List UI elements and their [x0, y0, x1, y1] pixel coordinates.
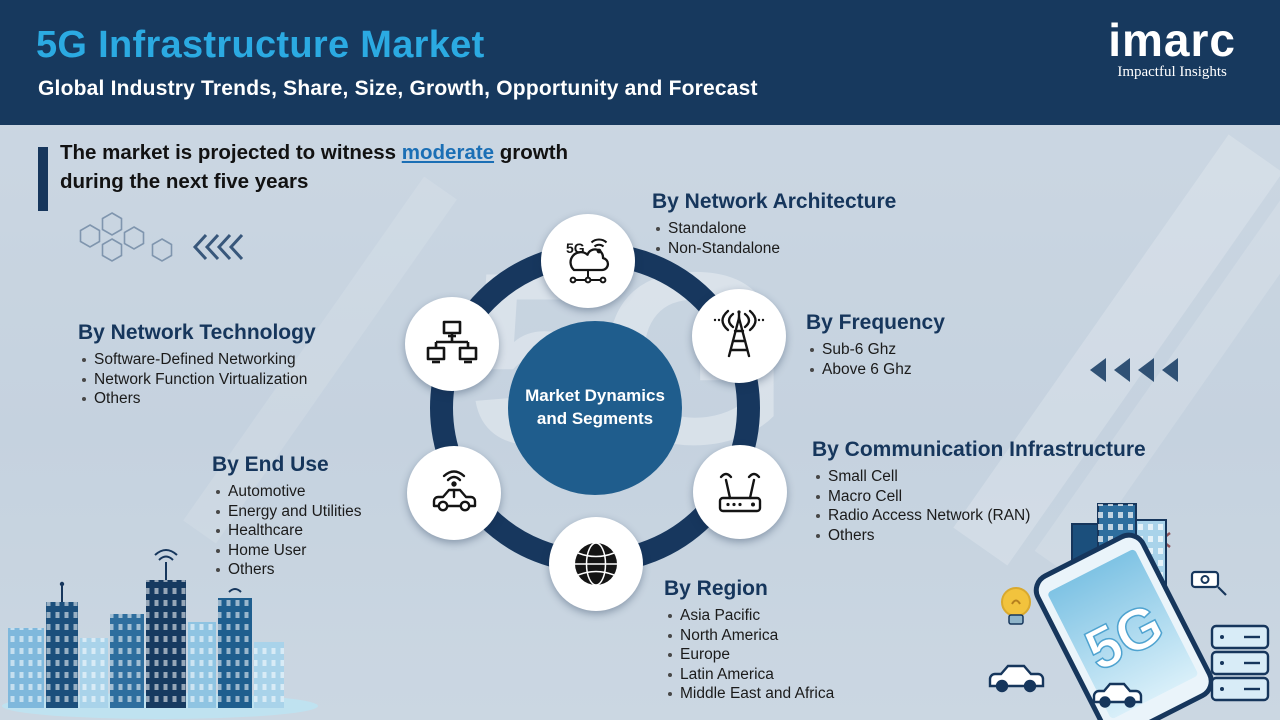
tech-5g-illustration: 5G [988, 503, 1270, 720]
headline-pre: The market is projected to witness [60, 141, 402, 164]
router-icon [718, 472, 762, 513]
segment-item: Small Cell [814, 467, 1146, 487]
server-stack-icon [1210, 624, 1270, 702]
icon-circle-end-use [407, 446, 501, 540]
segment-communication-infrastructure: By Communication Infrastructure Small Ce… [812, 438, 1146, 545]
icon-circle-network-architecture: 5G [541, 214, 635, 308]
segment-item: Middle East and Africa [666, 684, 834, 704]
arrow-left-decoration [1090, 358, 1178, 382]
center-line2: and Segments [536, 409, 654, 428]
segment-title: By Communication Infrastructure [812, 438, 1146, 461]
segment-item: Sub-6 Ghz [808, 340, 945, 360]
hexagon-pattern-decoration [79, 212, 173, 262]
segment-item: Home User [214, 541, 362, 561]
segment-list: Software-Defined Networking Network Func… [80, 350, 316, 409]
segment-item: Automotive [214, 482, 362, 502]
car-illustration [988, 664, 1143, 708]
segment-item: Others [814, 526, 1146, 546]
imarc-logo-text: imarc [1108, 14, 1236, 66]
segment-network-technology: By Network Technology Software-Defined N… [78, 321, 316, 409]
segment-list: Small Cell Macro Cell Radio Access Netwo… [814, 467, 1146, 545]
lightbulb-icon [1001, 587, 1031, 625]
segment-item: Others [214, 560, 362, 580]
page-subtitle: Global Industry Trends, Share, Size, Gro… [38, 77, 758, 100]
center-circle: Market Dynamics and Segments [508, 321, 682, 495]
segment-list: Automotive Energy and Utilities Healthca… [214, 482, 362, 580]
imarc-logo-tagline: Impactful Insights [1117, 63, 1227, 80]
cctv-camera-icon [1190, 570, 1227, 596]
icon-circle-communication-infrastructure [693, 445, 787, 539]
segment-item: Macro Cell [814, 487, 1146, 507]
segment-end-use: By End Use Automotive Energy and Utiliti… [212, 453, 362, 580]
segment-item: Healthcare [214, 521, 362, 541]
segment-item: Energy and Utilities [214, 502, 362, 522]
segment-item: Others [80, 389, 316, 409]
segment-item: Above 6 Ghz [808, 360, 945, 380]
segment-item: North America [666, 626, 834, 646]
globe-icon [575, 542, 617, 586]
icon-circle-frequency [692, 289, 786, 383]
segment-item: Non-Standalone [654, 239, 896, 259]
headline-text: The market is projected to witness moder… [60, 138, 575, 196]
headline-accent-bar [38, 147, 48, 211]
segment-list: Asia Pacific North America Europe Latin … [666, 606, 834, 704]
city-skyline-illustration [2, 549, 318, 719]
segment-item: Asia Pacific [666, 606, 834, 626]
icon-circle-network-technology [405, 297, 499, 391]
segment-list: Standalone Non-Standalone [654, 219, 896, 258]
headline-post: growth during the next five years [60, 141, 569, 194]
segment-item: Software-Defined Networking [80, 350, 316, 370]
connected-car-icon [432, 470, 477, 512]
chevron-left-decoration [192, 233, 244, 261]
header-bar: 5G Infrastructure Market Global Industry… [0, 0, 1280, 125]
segment-title: By Region [664, 577, 768, 600]
segment-title: By Network Architecture [652, 190, 897, 213]
cloud-5g-icon: 5G [566, 238, 610, 284]
segment-item: Latin America [666, 665, 834, 685]
segment-item: Europe [666, 645, 834, 665]
segment-item: Network Function Virtualization [80, 370, 316, 390]
segment-title: By Network Technology [78, 321, 316, 344]
phone-5g-screen: 5G [1033, 532, 1214, 720]
segment-item: Standalone [654, 219, 896, 239]
headline-link[interactable]: moderate [401, 141, 495, 164]
page-title: 5G Infrastructure Market [36, 24, 485, 66]
segment-list: Sub-6 Ghz Above 6 Ghz [808, 340, 945, 379]
imarc-logo: imarc Impactful Insights [1108, 14, 1236, 81]
icon-circle-region [549, 517, 643, 611]
segment-item: Radio Access Network (RAN) [814, 506, 1146, 526]
center-line1: Market Dynamics [525, 386, 665, 406]
segment-region: By Region Asia Pacific North America Eur… [664, 577, 834, 704]
segment-frequency: By Frequency Sub-6 Ghz Above 6 Ghz [806, 311, 945, 379]
signal-tower-icon [713, 309, 765, 358]
segment-network-architecture: By Network Architecture Standalone Non-S… [652, 190, 896, 258]
segment-title: By Frequency [806, 311, 945, 334]
segment-title: By End Use [212, 453, 329, 476]
network-hierarchy-icon [426, 320, 478, 364]
